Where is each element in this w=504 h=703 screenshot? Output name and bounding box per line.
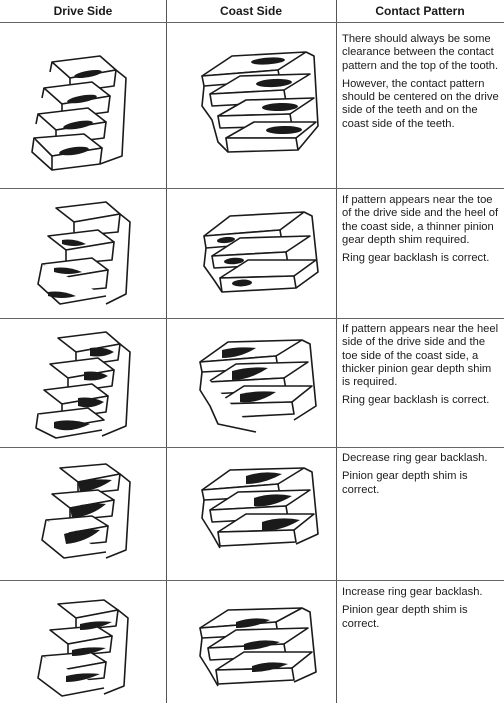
column-divider	[336, 0, 337, 703]
contact-pattern-cell: If pattern appears near the heel side of…	[342, 323, 500, 413]
row-divider	[0, 188, 504, 189]
coast-side-centered-illustration	[196, 46, 320, 166]
pattern-text: If pattern appears near the heel side of…	[342, 323, 499, 389]
drive-side-shallow-illustration	[34, 598, 140, 698]
pattern-text: Ring gear backlash is correct.	[342, 252, 490, 265]
pattern-text: There should always be some clearance be…	[342, 33, 499, 72]
header-contact-pattern: Contact Pattern	[375, 4, 465, 18]
header-coast-side: Coast Side	[219, 4, 282, 18]
coast-side-shallow-illustration	[196, 604, 320, 700]
column-divider	[166, 0, 167, 703]
coast-side-deep-illustration	[198, 464, 322, 562]
pattern-text: Pinion gear depth shim is correct.	[342, 604, 468, 630]
header-drive-side: Drive Side	[53, 4, 113, 18]
row-divider	[0, 22, 504, 23]
pattern-text: Increase ring gear backlash.	[342, 586, 483, 598]
row-divider	[0, 447, 504, 448]
row-divider	[0, 318, 504, 319]
drive-side-deep-illustration	[38, 462, 138, 562]
row-divider	[0, 580, 504, 581]
pattern-text: Ring gear backlash is correct.	[342, 394, 490, 407]
pattern-text: Pinion gear depth shim is correct.	[342, 470, 468, 496]
coast-side-heel-illustration	[200, 208, 322, 304]
drive-side-centered-illustration	[30, 52, 140, 172]
contact-pattern-cell: Increase ring gear backlash. Pinion gear…	[342, 586, 500, 636]
contact-pattern-cell: Decrease ring gear backlash. Pinion gear…	[342, 452, 500, 502]
drive-side-heel-illustration	[34, 330, 140, 440]
contact-pattern-cell: If pattern appears near the toe of the d…	[342, 194, 500, 270]
pattern-text: Decrease ring gear backlash.	[342, 452, 488, 464]
coast-side-toe-illustration	[196, 336, 320, 440]
pattern-text: If pattern appears near the toe of the d…	[342, 194, 499, 246]
drive-side-toe-illustration	[34, 200, 140, 308]
contact-pattern-cell: There should always be some clearance be…	[342, 33, 500, 136]
pattern-text: However, the contact pattern should be c…	[342, 77, 499, 130]
